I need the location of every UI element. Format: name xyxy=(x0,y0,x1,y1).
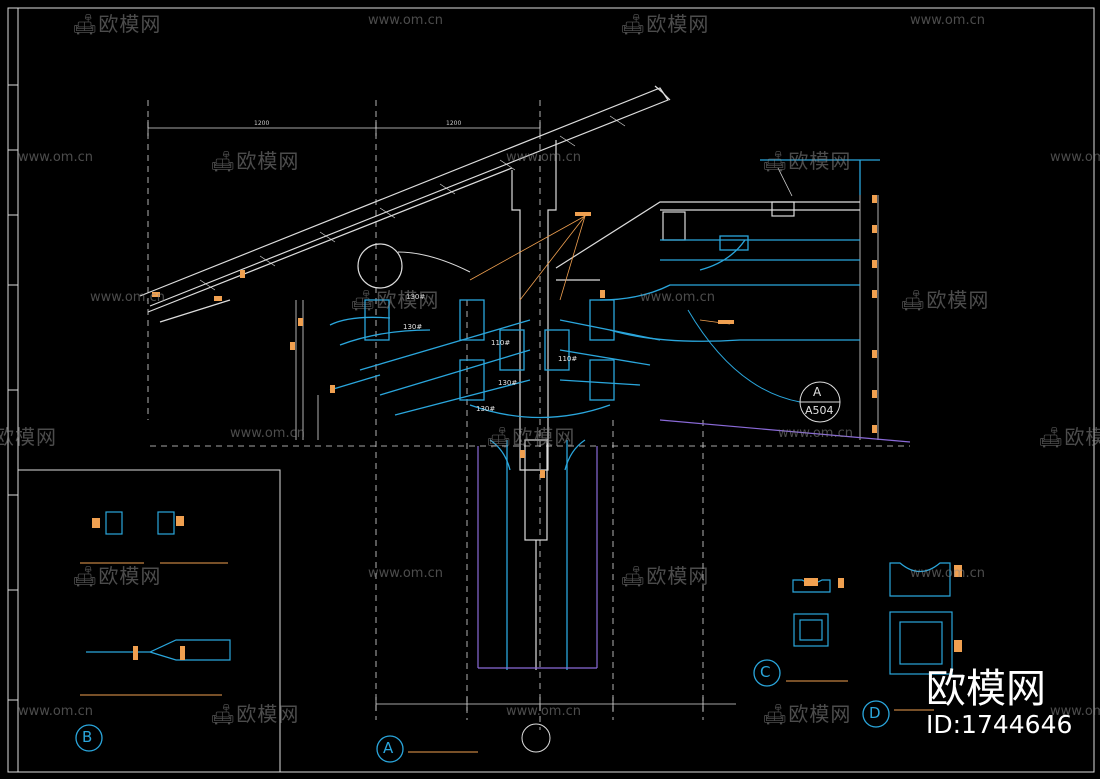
callout-main-a-letter: A xyxy=(383,739,394,757)
callout-leader-top xyxy=(777,167,793,197)
label-110-a: 110# xyxy=(491,339,510,347)
roof-hatch xyxy=(199,115,626,291)
right-dimension xyxy=(859,195,879,440)
sofa-icon: 🛋 xyxy=(1038,425,1065,449)
watermark-site: www.om.cn xyxy=(506,704,581,719)
left-strip-ticks xyxy=(8,84,18,701)
callout-a504-ref: A504 xyxy=(805,404,834,417)
bottom-dimension xyxy=(375,697,736,711)
detail-c xyxy=(792,562,953,675)
detail-box-b xyxy=(17,469,281,773)
dim-label-right: 1200 xyxy=(446,120,462,127)
sofa-icon: 🛋 xyxy=(900,288,927,312)
callout-c-circle xyxy=(753,659,781,687)
sofa-icon: 🛋 xyxy=(72,12,99,36)
detail-b xyxy=(86,511,231,661)
watermark-brand: 欧模网 xyxy=(0,425,57,449)
sofa-icon: 🛋 xyxy=(762,702,789,726)
watermark-brand: 🛋欧模网 xyxy=(620,564,710,588)
watermark-brand: 🛋欧模网 xyxy=(900,288,990,312)
watermark-site: www.om.cn xyxy=(506,150,581,165)
watermark-brand: 🛋欧模网 xyxy=(350,288,440,312)
callout-main-a-circle xyxy=(376,735,404,763)
callout-leader xyxy=(687,309,801,403)
watermark-site: www.om.cn xyxy=(18,704,93,719)
title-underlines xyxy=(80,562,934,753)
label-130-a: 130# xyxy=(406,293,425,301)
dim-label-left: 1200 xyxy=(254,120,270,127)
watermark-site: www.om.cn xyxy=(18,150,93,165)
watermark-site: www.om.cn xyxy=(90,290,165,305)
callout-a-letter: A xyxy=(813,385,822,399)
orange-dim-marks xyxy=(152,195,877,478)
brand-id: ID:1744646 xyxy=(926,710,1073,739)
watermark-brand: 🛋欧模网 xyxy=(1038,425,1100,449)
watermark-brand: 🛋欧模网 xyxy=(210,702,300,726)
callout-d-circle xyxy=(862,700,890,728)
watermark-site: www.om.cn xyxy=(1050,704,1100,719)
beam-curve-left xyxy=(397,251,471,273)
watermark-brand: 🛋欧模网 xyxy=(762,149,852,173)
watermark-site: www.om.cn xyxy=(910,13,985,28)
watermark-brand: 🛋欧模网 xyxy=(72,564,162,588)
orange-leaders xyxy=(469,215,731,325)
bracket-set-blue xyxy=(329,159,880,670)
watermark-brand: 🛋欧模网 xyxy=(620,12,710,36)
callout-b-letter: B xyxy=(82,728,93,746)
label-130-c: 130# xyxy=(498,379,517,387)
grid-lines xyxy=(147,100,910,730)
central-column xyxy=(511,140,557,670)
watermark-brand: 🛋欧模网 xyxy=(72,12,162,36)
brand-corner: 欧模网 ID:1744646 xyxy=(926,667,1072,739)
watermark-brand: 🛋欧模网 xyxy=(762,702,852,726)
callout-c-letter: C xyxy=(760,663,771,681)
watermark-site: www.om.cn xyxy=(368,13,443,28)
purlin-circle xyxy=(357,243,403,289)
column-base-purple xyxy=(477,419,911,669)
watermark-site: www.om.cn xyxy=(368,566,443,581)
sofa-icon: 🛋 xyxy=(620,12,647,36)
axis-bubble xyxy=(521,723,551,753)
top-dimension xyxy=(147,120,541,136)
watermark-site: www.om.cn xyxy=(230,426,305,441)
label-130-b: 130# xyxy=(403,323,422,331)
roof-section xyxy=(139,85,671,323)
sofa-icon: 🛋 xyxy=(210,149,237,173)
callout-d-letter: D xyxy=(869,704,881,722)
watermark-brand: 🛋欧模网 xyxy=(210,149,300,173)
watermark-site: www.om.cn xyxy=(640,290,715,305)
watermark-site: www.om.cn xyxy=(1050,150,1100,165)
label-110-b: 110# xyxy=(558,355,577,363)
sofa-icon: 🛋 xyxy=(210,702,237,726)
sofa-icon: 🛋 xyxy=(486,425,513,449)
sofa-icon: 🛋 xyxy=(72,564,99,588)
detail-b-marks xyxy=(92,516,962,660)
watermark-site: www.om.cn xyxy=(910,566,985,581)
sofa-icon: 🛋 xyxy=(620,564,647,588)
watermark-site: www.om.cn xyxy=(778,426,853,441)
label-130-d: 130# xyxy=(476,405,495,413)
sofa-icon: 🛋 xyxy=(350,288,377,312)
sofa-icon: 🛋 xyxy=(762,149,789,173)
brand-name: 欧模网 xyxy=(926,666,1046,712)
watermark-brand: 🛋欧模网 xyxy=(486,425,576,449)
callout-b-circle xyxy=(75,724,103,752)
bracket-labels: 130# 130# 110# 110# 130# 130# xyxy=(403,293,577,413)
